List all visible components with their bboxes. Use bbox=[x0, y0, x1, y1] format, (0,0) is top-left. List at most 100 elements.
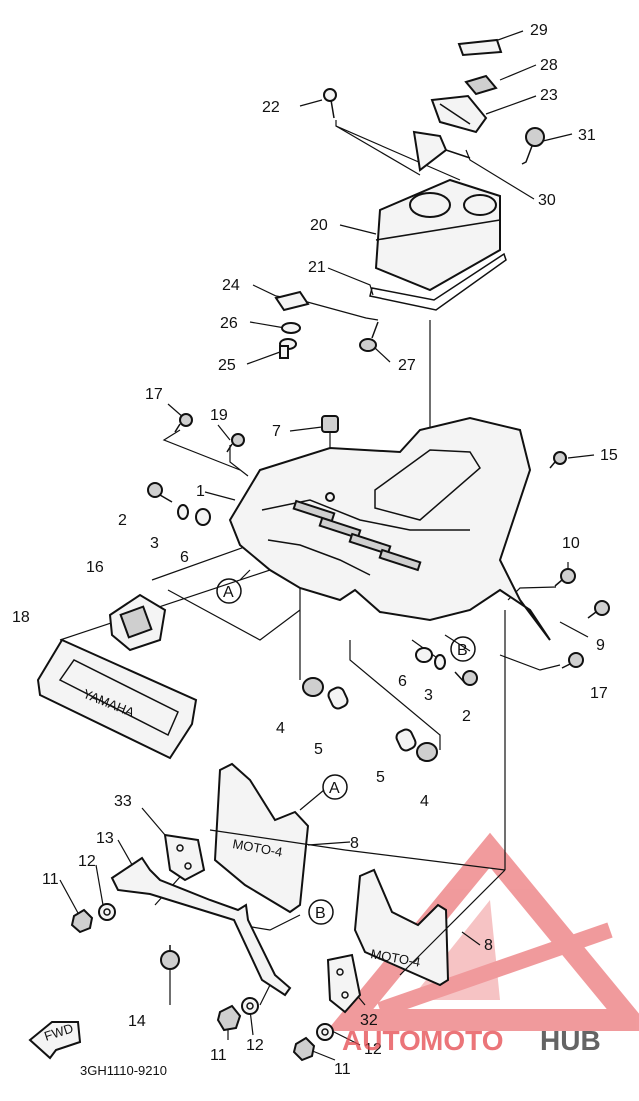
collar-5-right bbox=[395, 728, 417, 752]
callout-3-right: 3 bbox=[424, 687, 433, 704]
watermark-hub: HUB bbox=[540, 1025, 601, 1056]
callout-12-c: 12 bbox=[364, 1041, 382, 1058]
washer-26 bbox=[281, 322, 301, 334]
meter-housing-20 bbox=[374, 178, 501, 292]
bolt-9 bbox=[587, 600, 610, 619]
ref-a-upper: A bbox=[216, 578, 242, 604]
callout-28: 28 bbox=[540, 57, 558, 74]
washer-6-left bbox=[195, 508, 211, 526]
callout-24: 24 bbox=[222, 277, 240, 294]
collar-5-left bbox=[327, 686, 349, 710]
callout-12-a: 12 bbox=[78, 853, 96, 870]
callout-30: 30 bbox=[538, 192, 556, 209]
bolt-19 bbox=[226, 433, 245, 453]
bolt-15 bbox=[549, 451, 567, 469]
svg-text:A: A bbox=[329, 780, 340, 797]
callout-3-left: 3 bbox=[150, 535, 159, 552]
bolt-2-left bbox=[147, 482, 173, 503]
callout-11-a: 11 bbox=[42, 871, 59, 888]
gasket-21 bbox=[369, 252, 507, 311]
callout-18: 18 bbox=[12, 609, 30, 626]
nut-11-b bbox=[216, 1004, 242, 1032]
callout-11-c: 11 bbox=[334, 1061, 351, 1078]
callout-16: 16 bbox=[86, 559, 104, 576]
reflector-16 bbox=[108, 593, 167, 652]
bracket-33 bbox=[163, 833, 206, 882]
bracket-30 bbox=[412, 130, 471, 172]
grille-18: YAMAHA bbox=[36, 638, 198, 760]
callout-11-b: 11 bbox=[210, 1047, 227, 1064]
bolt-27 bbox=[359, 321, 379, 352]
callout-17-lower: 17 bbox=[590, 685, 608, 702]
bolt-2-right bbox=[454, 670, 478, 686]
washer-12-b bbox=[241, 997, 259, 1015]
callout-26: 26 bbox=[220, 315, 238, 332]
callout-5-left: 5 bbox=[314, 741, 323, 758]
lockwasher-3-left bbox=[177, 504, 189, 520]
callout-8-left: 8 bbox=[350, 835, 359, 852]
callout-31: 31 bbox=[578, 127, 596, 144]
mudflap-8-right: MOTO-4 bbox=[353, 868, 450, 987]
bolt-17-upper bbox=[174, 413, 193, 433]
bolt-14 bbox=[160, 945, 180, 970]
lockwasher-3-right bbox=[434, 654, 446, 670]
bracket-23 bbox=[430, 94, 488, 134]
callout-6-right: 6 bbox=[398, 673, 407, 690]
screw-25 bbox=[279, 338, 297, 359]
svg-text:A: A bbox=[223, 584, 234, 601]
callout-14: 14 bbox=[128, 1013, 146, 1030]
nut-11-c bbox=[292, 1036, 316, 1062]
callout-13: 13 bbox=[96, 830, 114, 847]
fwd-arrow: FWD bbox=[28, 1020, 82, 1060]
callout-10: 10 bbox=[562, 535, 580, 552]
callout-21: 21 bbox=[308, 259, 326, 276]
svg-text:B: B bbox=[457, 642, 468, 659]
callout-20: 20 bbox=[310, 217, 328, 234]
callout-12-b: 12 bbox=[246, 1037, 264, 1054]
grommet-4-left bbox=[302, 677, 324, 697]
callout-2-right: 2 bbox=[462, 708, 471, 725]
callout-9: 9 bbox=[596, 637, 605, 654]
diagram-code: 3GH1110-9210 bbox=[80, 1063, 167, 1078]
callout-4-left: 4 bbox=[276, 720, 285, 737]
callout-1: 1 bbox=[196, 483, 205, 500]
callout-7: 7 bbox=[272, 423, 281, 440]
clip-24 bbox=[274, 290, 310, 312]
callout-33: 33 bbox=[114, 793, 132, 810]
callout-17-upper: 17 bbox=[145, 386, 163, 403]
callout-5-right: 5 bbox=[376, 769, 385, 786]
plate-29 bbox=[457, 38, 503, 57]
bolt-10 bbox=[554, 568, 576, 587]
callout-15: 15 bbox=[600, 447, 618, 464]
watermark-moto: MOTO bbox=[420, 1025, 503, 1056]
stay-13 bbox=[110, 856, 292, 997]
ref-a-lower: A bbox=[322, 774, 348, 800]
callout-6-left: 6 bbox=[180, 549, 189, 566]
callout-2-left: 2 bbox=[118, 512, 127, 529]
leader-lines bbox=[59, 30, 595, 1061]
ref-b-upper: B bbox=[450, 636, 476, 662]
nut-7 bbox=[321, 415, 339, 433]
callout-29: 29 bbox=[530, 22, 548, 39]
svg-text:B: B bbox=[315, 905, 326, 922]
callout-19: 19 bbox=[210, 407, 228, 424]
callout-23: 23 bbox=[540, 87, 558, 104]
assembly-lines bbox=[209, 125, 506, 976]
nut-11-a bbox=[70, 908, 94, 934]
callout-labels: 29 28 23 22 31 30 20 21 24 26 25 27 17 1… bbox=[12, 22, 618, 1078]
watermark-auto: AUTO bbox=[342, 1025, 421, 1056]
washer-12-a bbox=[98, 903, 116, 921]
callout-4-right: 4 bbox=[420, 793, 429, 810]
callout-27: 27 bbox=[398, 357, 416, 374]
bolt-17-lower bbox=[561, 652, 584, 669]
bracket-32 bbox=[326, 953, 362, 1014]
bolt-22 bbox=[323, 88, 337, 119]
callout-22: 22 bbox=[262, 99, 280, 116]
callout-25: 25 bbox=[218, 357, 236, 374]
grommet-4-right bbox=[416, 742, 438, 762]
bolt-31 bbox=[521, 127, 545, 165]
ref-b-lower: B bbox=[308, 899, 334, 925]
watermark-text: AUTO MOTO HUB bbox=[342, 1025, 601, 1056]
cushion-28 bbox=[464, 74, 498, 96]
